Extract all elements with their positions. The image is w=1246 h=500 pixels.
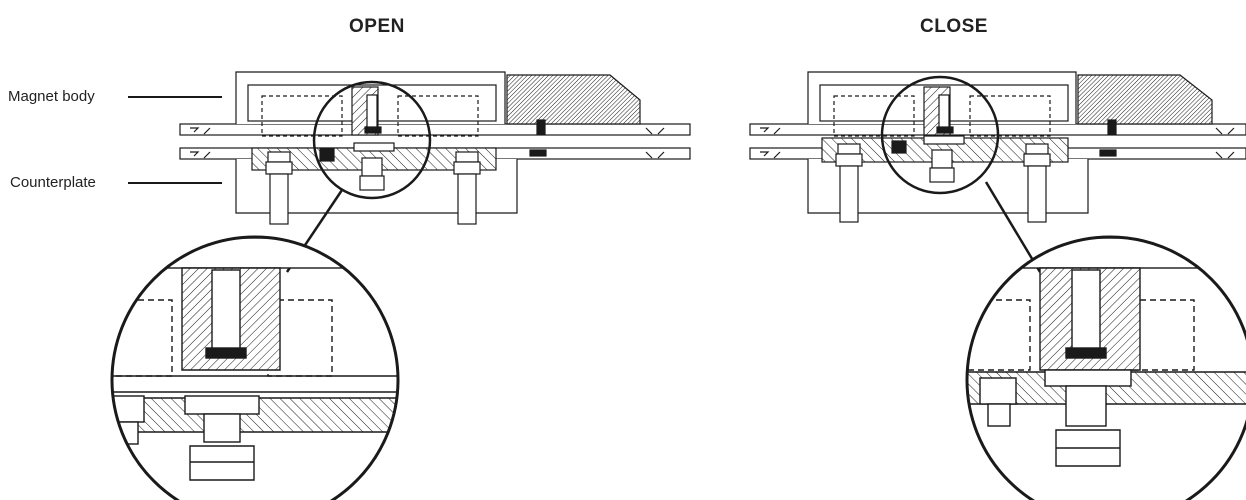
- counterplate-label: Counterplate: [10, 174, 96, 191]
- magnet-body-label: Magnet body: [8, 88, 95, 105]
- open-assembly: [179, 71, 691, 273]
- open-detail-circle: [110, 235, 400, 500]
- close-assembly: [749, 71, 1246, 273]
- close-detail-circle: [965, 235, 1246, 500]
- close-title: CLOSE: [920, 16, 988, 37]
- open-title: OPEN: [349, 16, 405, 37]
- open-detail-view: [112, 237, 398, 481]
